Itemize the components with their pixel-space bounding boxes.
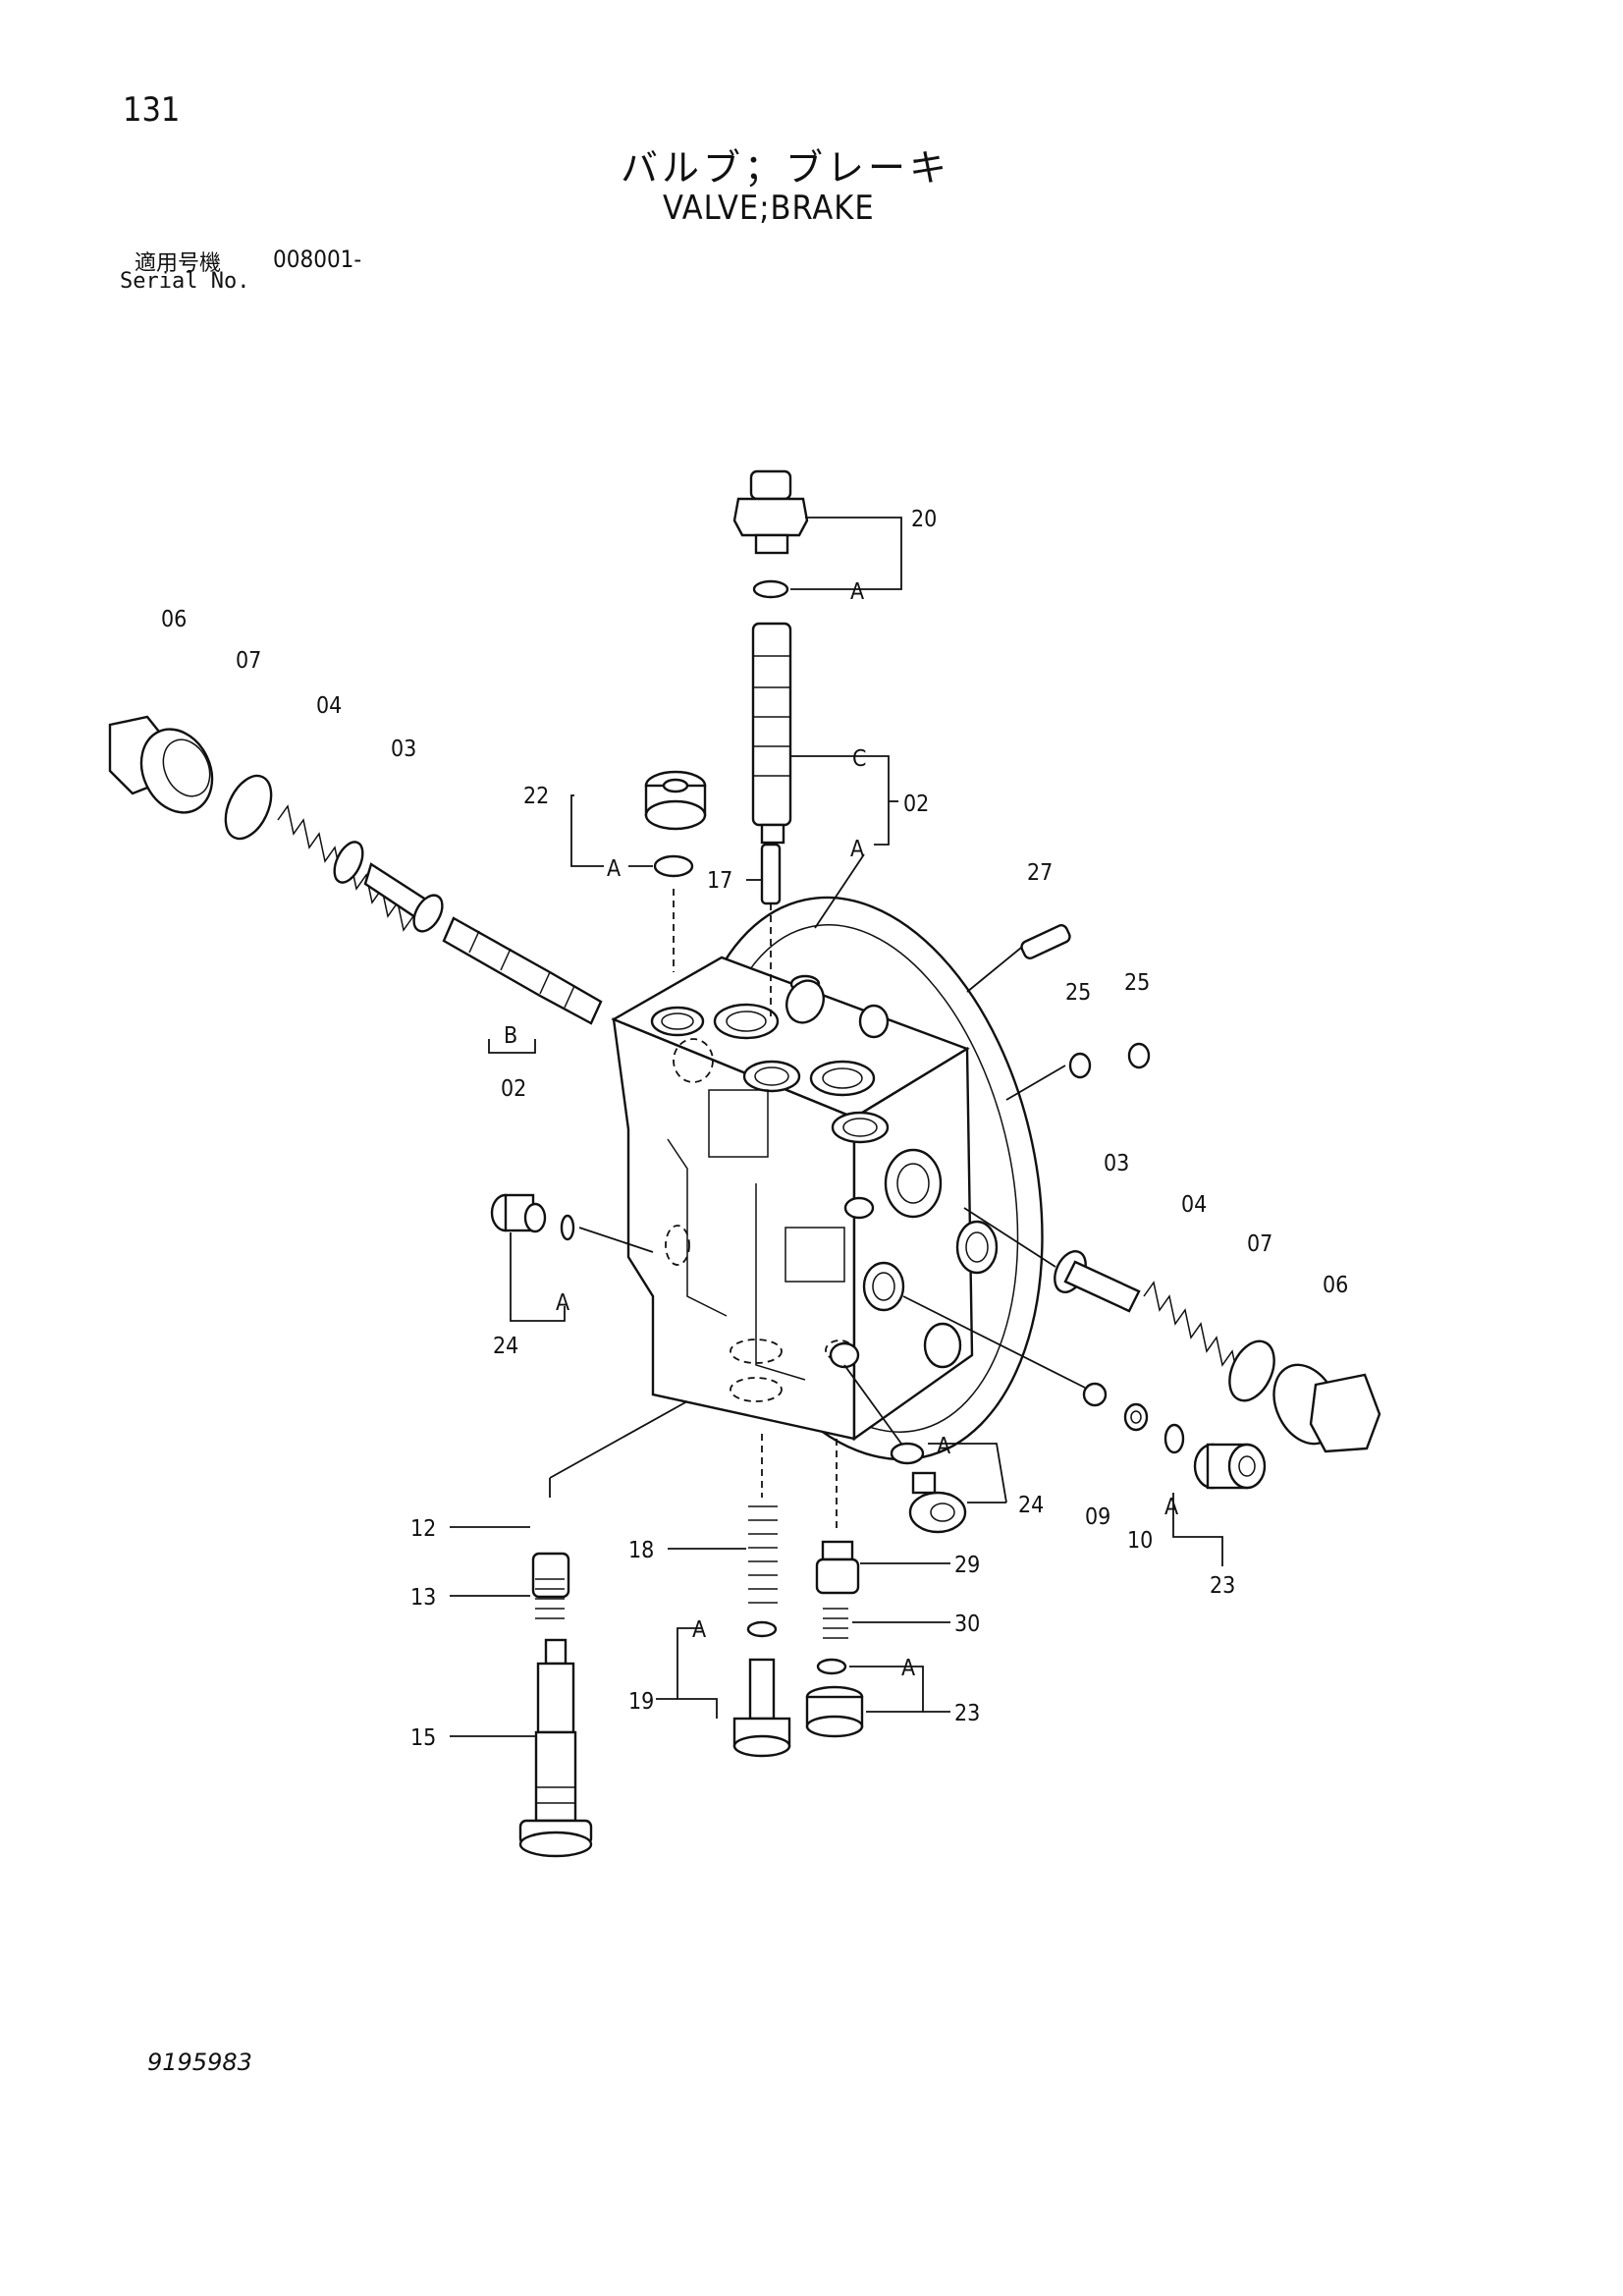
o-ring-24-right xyxy=(890,1442,925,1465)
part-04-spring-left xyxy=(277,804,414,932)
part-24-plug-left xyxy=(490,1193,547,1233)
callout-04-left: 04 xyxy=(316,693,342,719)
kit-ref-a8: A xyxy=(901,1656,915,1681)
callout-07-right: 07 xyxy=(1247,1231,1272,1257)
part-23-plug-bottom xyxy=(805,1685,864,1738)
part-02-spool-left xyxy=(442,916,603,1025)
valve-body xyxy=(611,896,1044,1461)
callout-18: 18 xyxy=(628,1538,654,1563)
callout-24-left: 24 xyxy=(493,1334,518,1359)
o-ring-07-right xyxy=(1228,1339,1275,1402)
o-ring-top xyxy=(752,579,789,599)
callout-03-right: 03 xyxy=(1104,1151,1129,1176)
part-19-plug xyxy=(732,1658,791,1758)
part-22-plug xyxy=(644,770,707,831)
callout-24-right: 24 xyxy=(1018,1493,1044,1518)
serial-label-japanese: 適用号機 xyxy=(135,251,222,276)
leader-lines xyxy=(450,517,1223,1737)
callout-19: 19 xyxy=(628,1689,654,1715)
callout-25-a: 25 xyxy=(1065,980,1091,1006)
part-20-plug xyxy=(732,469,809,555)
kit-ref-a7: A xyxy=(692,1617,706,1643)
callout-13: 13 xyxy=(410,1585,436,1611)
callout-17: 17 xyxy=(707,868,732,894)
callout-27: 27 xyxy=(1027,860,1053,886)
part-13-spring xyxy=(535,1578,565,1619)
callout-09: 09 xyxy=(1085,1504,1110,1530)
callout-22: 22 xyxy=(523,784,549,809)
part-25-plug-b xyxy=(1127,1042,1151,1069)
part-27-pin xyxy=(1020,924,1071,959)
callout-06-left: 06 xyxy=(161,607,187,632)
kit-ref-a5: A xyxy=(937,1434,950,1459)
kit-ref-a1: A xyxy=(850,579,864,605)
callout-07-left: 07 xyxy=(236,648,261,674)
part-09-ball xyxy=(1082,1382,1108,1407)
kit-ref-a6: A xyxy=(1164,1495,1178,1520)
part-03-plunger-right xyxy=(1054,1250,1141,1313)
callout-23-bottom: 23 xyxy=(954,1701,980,1726)
part-24-plug-right xyxy=(908,1471,967,1534)
callout-23-right: 23 xyxy=(1210,1573,1235,1599)
title-japanese: バルブ；ブレーキ xyxy=(621,146,951,190)
callout-06-right: 06 xyxy=(1323,1273,1348,1298)
callout-12: 12 xyxy=(410,1516,436,1542)
part-30-spring xyxy=(823,1608,848,1639)
serial-number-value: 008001- xyxy=(273,246,362,273)
o-ring-22 xyxy=(653,854,694,878)
part-17-pin xyxy=(760,843,782,905)
callout-29: 29 xyxy=(954,1553,980,1578)
o-ring-24-left xyxy=(560,1214,575,1241)
callout-25-b: 25 xyxy=(1124,970,1150,996)
serial-label-english: Serial No. xyxy=(120,269,250,294)
callout-15: 15 xyxy=(410,1725,436,1751)
title-english: VALVE;BRAKE xyxy=(663,189,875,228)
part-06-plug-right xyxy=(1272,1363,1381,1453)
o-ring-19 xyxy=(746,1620,778,1638)
callout-04-right: 04 xyxy=(1181,1192,1207,1218)
part-06-plug-left xyxy=(108,715,214,814)
part-23-plug-right xyxy=(1193,1443,1267,1490)
page-number: 131 xyxy=(123,90,181,130)
callout-10: 10 xyxy=(1127,1528,1153,1554)
kit-ref-b1: B xyxy=(504,1023,517,1049)
kit-ref-c1: C xyxy=(852,746,866,772)
o-ring-07-left xyxy=(224,774,273,841)
callout-03-left: 03 xyxy=(391,737,416,762)
kit-ref-a3: A xyxy=(607,856,621,882)
part-15-valve xyxy=(518,1638,593,1858)
callout-02-left: 02 xyxy=(501,1076,526,1102)
o-ring-23-bottom xyxy=(816,1658,847,1675)
kit-ref-a2: A xyxy=(850,837,864,862)
callout-02-top: 02 xyxy=(903,792,929,817)
kit-ref-a4: A xyxy=(556,1290,569,1316)
callout-20: 20 xyxy=(911,507,937,532)
part-10-orifice xyxy=(1123,1402,1149,1432)
part-03-plunger-left xyxy=(363,862,444,933)
drawing-number: 9195983 xyxy=(147,2049,252,2076)
part-25-plug-a xyxy=(1068,1052,1092,1079)
part-02-spool-top xyxy=(751,622,792,845)
part-12-piston xyxy=(531,1552,570,1599)
o-ring-23-right xyxy=(1163,1423,1185,1454)
part-18-spring xyxy=(748,1505,778,1604)
part-29-check-valve xyxy=(815,1540,860,1595)
callout-30: 30 xyxy=(954,1612,980,1637)
